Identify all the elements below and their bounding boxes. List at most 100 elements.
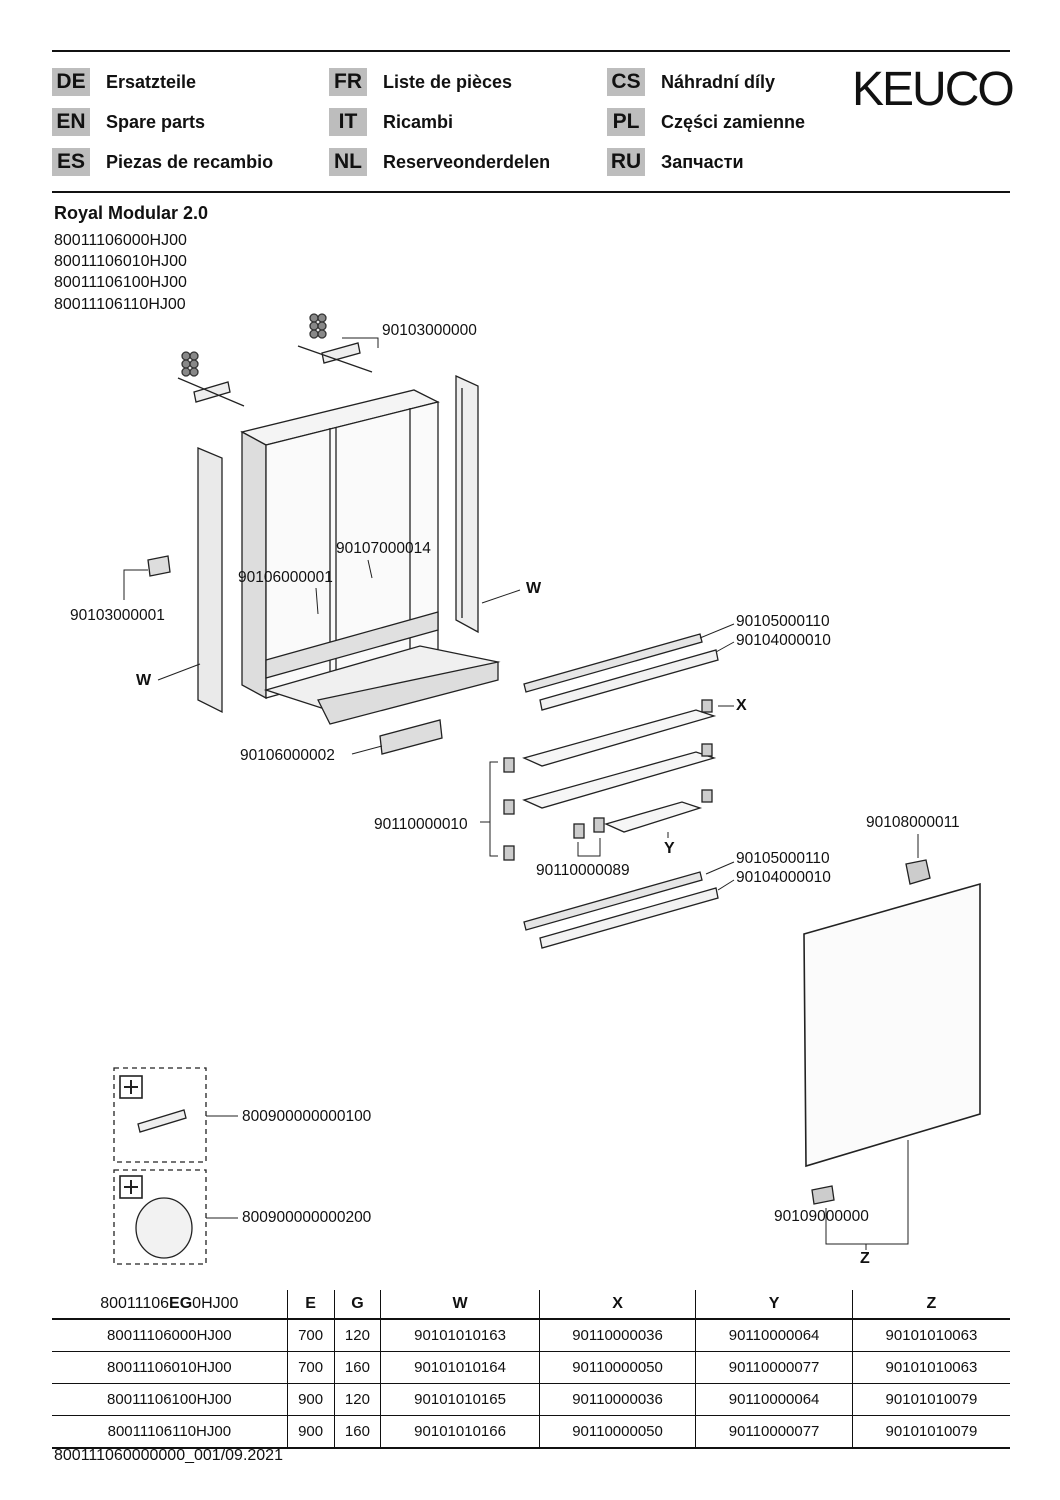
table-cell: 120 bbox=[333, 1318, 381, 1352]
document-number: 800111060000000_001/09.2021 bbox=[54, 1447, 283, 1464]
plus-icon bbox=[119, 1075, 143, 1099]
side-panel-right bbox=[455, 374, 479, 634]
lang-code: PL bbox=[607, 108, 645, 136]
lang-it: IT Ricambi bbox=[329, 108, 453, 136]
variant-letter: Y bbox=[664, 840, 675, 857]
table-cell: 900 bbox=[286, 1383, 335, 1416]
part-label: 90110000089 bbox=[536, 862, 630, 879]
part-label: 90107000014 bbox=[336, 540, 431, 557]
accessory-round-mirror bbox=[135, 1197, 193, 1259]
table-cell: 90101010163 bbox=[380, 1318, 540, 1352]
lang-code: DE bbox=[52, 68, 90, 96]
rail-profile-lower bbox=[523, 871, 703, 931]
door-clip bbox=[905, 859, 931, 885]
header-prefix: 80011106 bbox=[100, 1295, 170, 1312]
rail-cover bbox=[539, 649, 719, 711]
model-number: 80011106100HJ00 bbox=[54, 274, 187, 291]
table-cell: 90110000050 bbox=[538, 1351, 696, 1384]
column-header: Z bbox=[851, 1290, 1010, 1320]
lang-name: Spare parts bbox=[106, 111, 206, 132]
part-label: 90110000010 bbox=[374, 816, 468, 833]
table-cell: 90101010063 bbox=[851, 1318, 1010, 1352]
lang-name: Náhradní díly bbox=[661, 71, 776, 92]
lang-code: NL bbox=[329, 148, 367, 176]
table-row: 80011106110HJ00 900 160 90101010166 9011… bbox=[52, 1415, 1010, 1449]
accessory-box-2 bbox=[113, 1169, 207, 1265]
lang-nl: NL Reserveonderdelen bbox=[329, 148, 550, 176]
table-cell: 160 bbox=[333, 1351, 381, 1384]
lang-de: DE Ersatzteile bbox=[52, 68, 196, 96]
variant-letter: W bbox=[526, 580, 542, 597]
part-label: 90106000001 bbox=[238, 569, 333, 586]
table-cell: 90110000050 bbox=[538, 1415, 696, 1449]
part-label: 90108000011 bbox=[866, 814, 960, 831]
leader-lines bbox=[123, 337, 919, 1250]
top-mounting-brackets bbox=[177, 313, 373, 407]
lang-code: EN bbox=[52, 108, 90, 136]
rail-profile bbox=[523, 633, 703, 693]
part-label: 90103000000 bbox=[382, 322, 477, 339]
lang-ru: RU Запчасти bbox=[607, 148, 744, 176]
model-number: 80011106000HJ00 bbox=[54, 232, 187, 249]
lang-fr: FR Liste de pièces bbox=[329, 68, 512, 96]
side-panel-left bbox=[197, 447, 223, 714]
table-cell: 90101010166 bbox=[380, 1415, 540, 1449]
lang-code: RU bbox=[607, 148, 645, 176]
table-row: 80011106100HJ00 900 120 90101010165 9011… bbox=[52, 1383, 1010, 1416]
part-label: 90105000110 bbox=[736, 613, 830, 630]
table-cell: 90101010165 bbox=[380, 1383, 540, 1416]
table-cell: 90110000077 bbox=[695, 1415, 853, 1449]
column-header: G bbox=[333, 1290, 381, 1320]
hinge-bracket bbox=[147, 555, 171, 577]
table-cell: 90110000036 bbox=[538, 1383, 696, 1416]
rail-cover-lower bbox=[539, 887, 719, 949]
lang-cs: CS Náhradní díly bbox=[607, 68, 775, 96]
header-variable: EG bbox=[169, 1295, 193, 1312]
small-glass-shelf bbox=[604, 801, 703, 833]
header-top-rule bbox=[52, 50, 1010, 52]
product-title: Royal Modular 2.0 bbox=[54, 203, 209, 223]
cabinet-body bbox=[240, 389, 501, 725]
lang-name: Liste de pièces bbox=[383, 71, 513, 92]
table-header-row: 80011106EG0HJ00 E G W X Y Z bbox=[52, 1290, 1010, 1320]
table-cell: 90101010164 bbox=[380, 1351, 540, 1384]
plus-icon bbox=[119, 1175, 143, 1199]
table-cell: 90101010063 bbox=[851, 1351, 1010, 1384]
table-cell: 90110000036 bbox=[538, 1318, 696, 1352]
table-cell: 90110000064 bbox=[695, 1318, 853, 1352]
lang-name: Reserveonderdelen bbox=[383, 151, 551, 172]
shelf-clips bbox=[503, 699, 713, 861]
lang-code: FR bbox=[329, 68, 367, 96]
glass-shelf bbox=[522, 709, 717, 767]
table-cell: 80011106000HJ00 bbox=[52, 1318, 288, 1352]
table-cell: 80011106010HJ00 bbox=[52, 1351, 288, 1384]
column-header: Y bbox=[695, 1290, 853, 1320]
mirror-door bbox=[803, 882, 981, 1168]
part-label: 90103000001 bbox=[70, 607, 165, 624]
column-header: E bbox=[286, 1290, 335, 1320]
part-label: 90109000000 bbox=[774, 1208, 869, 1225]
lang-name: Запчасти bbox=[661, 151, 744, 172]
part-label: 90104000010 bbox=[736, 632, 831, 649]
variant-letter: Z bbox=[860, 1250, 870, 1267]
lang-code: ES bbox=[52, 148, 90, 176]
part-label: 90106000002 bbox=[240, 747, 335, 764]
table-cell: 90101010079 bbox=[851, 1415, 1010, 1449]
lang-code: IT bbox=[329, 108, 367, 136]
table-cell: 700 bbox=[286, 1351, 335, 1384]
model-number: 80011106110HJ00 bbox=[54, 296, 186, 313]
table-cell: 90110000077 bbox=[695, 1351, 853, 1384]
brand-logo: KEUCO bbox=[852, 63, 1015, 116]
table-cell: 80011106100HJ00 bbox=[52, 1383, 288, 1416]
accessory-box-1 bbox=[113, 1067, 207, 1163]
part-label: 90104000010 bbox=[736, 869, 831, 886]
table-row: 80011106000HJ00 700 120 90101010163 9011… bbox=[52, 1318, 1010, 1352]
lang-code: CS bbox=[607, 68, 645, 96]
lang-en: EN Spare parts bbox=[52, 108, 205, 136]
table-cell: 120 bbox=[333, 1383, 381, 1416]
accessory-light-bar bbox=[137, 1109, 187, 1133]
lang-es: ES Piezas de recambio bbox=[52, 148, 273, 176]
part-label: 800900000000100 bbox=[242, 1108, 372, 1125]
model-number: 80011106010HJ00 bbox=[54, 253, 187, 270]
